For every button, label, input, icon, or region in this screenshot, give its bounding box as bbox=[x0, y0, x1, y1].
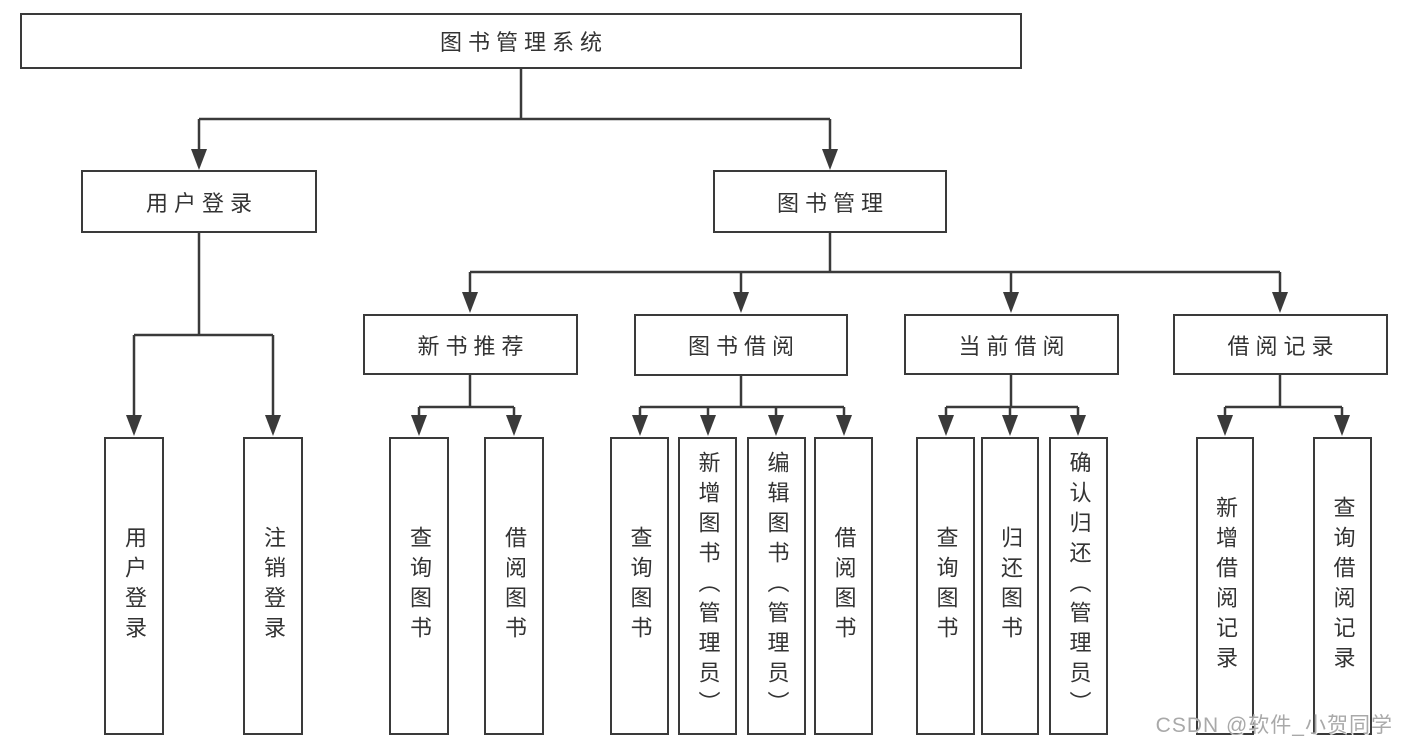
connector-path bbox=[132, 68, 1344, 418]
node-label: 确认归还（管理员） bbox=[1066, 451, 1092, 721]
node-book-management: 图书管理 bbox=[713, 170, 947, 233]
node-label: 新增借阅记录 bbox=[1213, 496, 1238, 676]
arrowhead-icon bbox=[191, 149, 207, 170]
leaf-user-login: 用户登录 bbox=[104, 437, 164, 735]
node-label: 新增图书（管理员） bbox=[695, 451, 721, 721]
node-label: 用户登录 bbox=[145, 190, 258, 216]
arrowheads bbox=[126, 149, 1350, 436]
arrowhead-icon bbox=[1217, 415, 1233, 436]
node-label: 当前借阅 bbox=[958, 333, 1071, 359]
arrowhead-icon bbox=[1334, 415, 1350, 436]
arrowhead-icon bbox=[768, 415, 784, 436]
arrowhead-icon bbox=[1070, 415, 1086, 436]
node-label: 借阅图书 bbox=[831, 526, 857, 646]
arrowhead-icon bbox=[1003, 292, 1019, 313]
node-book-borrow: 图书借阅 bbox=[634, 314, 848, 376]
node-library-system: 图书管理系统 bbox=[20, 13, 1022, 69]
node-label: 编辑图书（管理员） bbox=[764, 451, 790, 721]
leaf-records-query-record: 查询借阅记录 bbox=[1313, 437, 1372, 735]
leaf-borrow-borrow-books: 借阅图书 bbox=[814, 437, 873, 735]
arrowhead-icon bbox=[506, 415, 522, 436]
node-label: 注销登录 bbox=[261, 526, 286, 646]
arrowhead-icon bbox=[1272, 292, 1288, 313]
leaf-newbooks-borrow-books: 借阅图书 bbox=[484, 437, 544, 735]
node-label: 借阅图书 bbox=[502, 526, 527, 646]
arrowhead-icon bbox=[462, 292, 478, 313]
arrowhead-icon bbox=[411, 415, 427, 436]
arrowhead-icon bbox=[822, 149, 838, 170]
leaf-records-add-record: 新增借阅记录 bbox=[1196, 437, 1254, 735]
node-label: 查询图书 bbox=[627, 526, 653, 646]
node-label: 图书管理系统 bbox=[439, 30, 608, 55]
leaf-current-confirm-return-admin: 确认归还（管理员） bbox=[1049, 437, 1108, 735]
node-label: 查询借阅记录 bbox=[1330, 496, 1356, 676]
leaf-logout: 注销登录 bbox=[243, 437, 303, 735]
arrowhead-icon bbox=[265, 415, 281, 436]
leaf-current-query-books: 查询图书 bbox=[916, 437, 975, 735]
node-label: 查询图书 bbox=[407, 526, 432, 646]
node-label: 图书借阅 bbox=[687, 334, 800, 359]
node-label: 用户登录 bbox=[122, 526, 147, 646]
csdn-watermark: CSDN @软件_小贺同学 bbox=[1155, 714, 1393, 737]
arrowhead-icon bbox=[1002, 415, 1018, 436]
node-label: 归还图书 bbox=[998, 526, 1023, 646]
node-label: 图书管理 bbox=[776, 190, 889, 216]
leaf-borrow-edit-books-admin: 编辑图书（管理员） bbox=[747, 437, 806, 735]
node-label: 新书推荐 bbox=[417, 333, 530, 359]
arrowhead-icon bbox=[836, 415, 852, 436]
leaf-borrow-add-books-admin: 新增图书（管理员） bbox=[678, 437, 737, 735]
leaf-newbooks-query-books: 查询图书 bbox=[389, 437, 449, 735]
arrowhead-icon bbox=[938, 415, 954, 436]
node-current-borrow: 当前借阅 bbox=[904, 314, 1119, 375]
node-user-login: 用户登录 bbox=[81, 170, 317, 233]
arrowhead-icon bbox=[632, 415, 648, 436]
node-label: 借阅记录 bbox=[1227, 333, 1340, 359]
node-borrow-records: 借阅记录 bbox=[1173, 314, 1388, 375]
node-new-book-recommend: 新书推荐 bbox=[363, 314, 578, 375]
leaf-borrow-query-books: 查询图书 bbox=[610, 437, 669, 735]
arrowhead-icon bbox=[733, 292, 749, 313]
node-label: 查询图书 bbox=[933, 526, 959, 646]
arrowhead-icon bbox=[700, 415, 716, 436]
leaf-current-return-books: 归还图书 bbox=[981, 437, 1039, 735]
arrowhead-icon bbox=[126, 415, 142, 436]
